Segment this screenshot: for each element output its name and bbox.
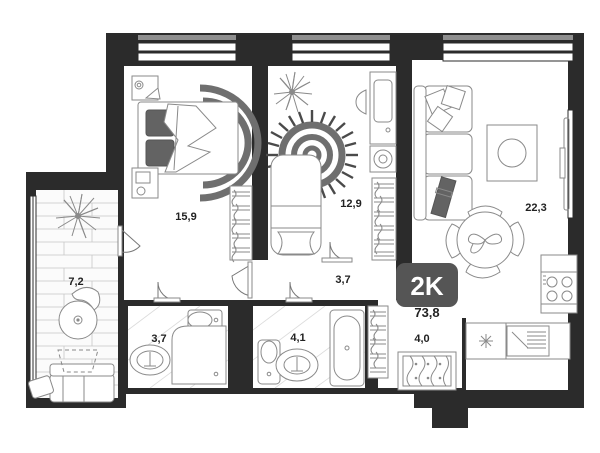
area-label-bathroom: 4,1 bbox=[290, 332, 305, 344]
window-bedroom2 bbox=[291, 35, 391, 62]
sofa-living-icon bbox=[413, 85, 473, 221]
toilet-wc-icon bbox=[187, 309, 223, 331]
window-bedroom1 bbox=[137, 35, 237, 62]
tv-icon bbox=[559, 117, 570, 211]
plant-1-icon bbox=[273, 71, 313, 113]
badge-label: 2K bbox=[410, 271, 443, 301]
room-floor-corridor bbox=[124, 260, 396, 300]
desk-icon bbox=[355, 71, 397, 173]
doors bbox=[117, 225, 353, 303]
table-loggia-icon bbox=[58, 300, 98, 340]
wardrobe-1-icon bbox=[229, 185, 253, 263]
area-label-wc: 3,7 bbox=[151, 333, 166, 345]
door-corridor bbox=[231, 261, 253, 299]
rug-living-icon bbox=[486, 124, 538, 182]
door-bedroom2 bbox=[321, 241, 353, 263]
window-living-right bbox=[567, 109, 574, 219]
area-label-corridor: 3,7 bbox=[335, 274, 350, 286]
door-bedroom1 bbox=[153, 281, 181, 303]
furniture-wc bbox=[129, 309, 227, 385]
furniture-loggia2 bbox=[397, 351, 457, 391]
total-area-label: 73,8 bbox=[414, 305, 439, 320]
stove-icon bbox=[540, 254, 578, 314]
toilet-bath-icon bbox=[257, 339, 281, 385]
basin-wc-icon bbox=[129, 344, 171, 376]
shower-icon bbox=[171, 325, 227, 385]
sofa-loggia-icon bbox=[28, 349, 115, 403]
apartment-type-badge: 2K bbox=[396, 263, 458, 307]
window-loggia-left bbox=[29, 195, 37, 385]
furniture-bathroom bbox=[257, 305, 389, 387]
bed-single-icon bbox=[270, 154, 322, 256]
area-label-bedroom2: 12,9 bbox=[340, 198, 361, 210]
area-label-loggia1: 7,2 bbox=[68, 276, 83, 288]
bathtub-icon bbox=[329, 309, 365, 387]
dining-set-icon bbox=[445, 205, 525, 279]
wardrobe-2-icon bbox=[371, 177, 397, 261]
area-label-loggia2: 4,0 bbox=[414, 333, 429, 345]
window-living bbox=[442, 35, 574, 62]
rug-oval-icon bbox=[199, 84, 262, 202]
radiator-2-icon bbox=[367, 305, 389, 379]
furniture-bedroom1 bbox=[131, 75, 262, 263]
windows bbox=[29, 35, 574, 385]
washer-icon bbox=[465, 322, 507, 360]
area-label-living: 22,3 bbox=[525, 202, 546, 214]
door-loggia1 bbox=[117, 225, 141, 257]
furniture-bedroom2 bbox=[266, 71, 397, 261]
basin-bath-icon bbox=[275, 348, 319, 382]
area-label-bedroom1: 15,9 bbox=[175, 211, 196, 223]
plant-loggia-icon bbox=[55, 193, 101, 239]
door-bathroom bbox=[285, 281, 313, 303]
rug-loggia2-icon bbox=[397, 351, 457, 391]
furniture-loggia1 bbox=[28, 193, 115, 403]
furniture-living bbox=[413, 85, 578, 360]
